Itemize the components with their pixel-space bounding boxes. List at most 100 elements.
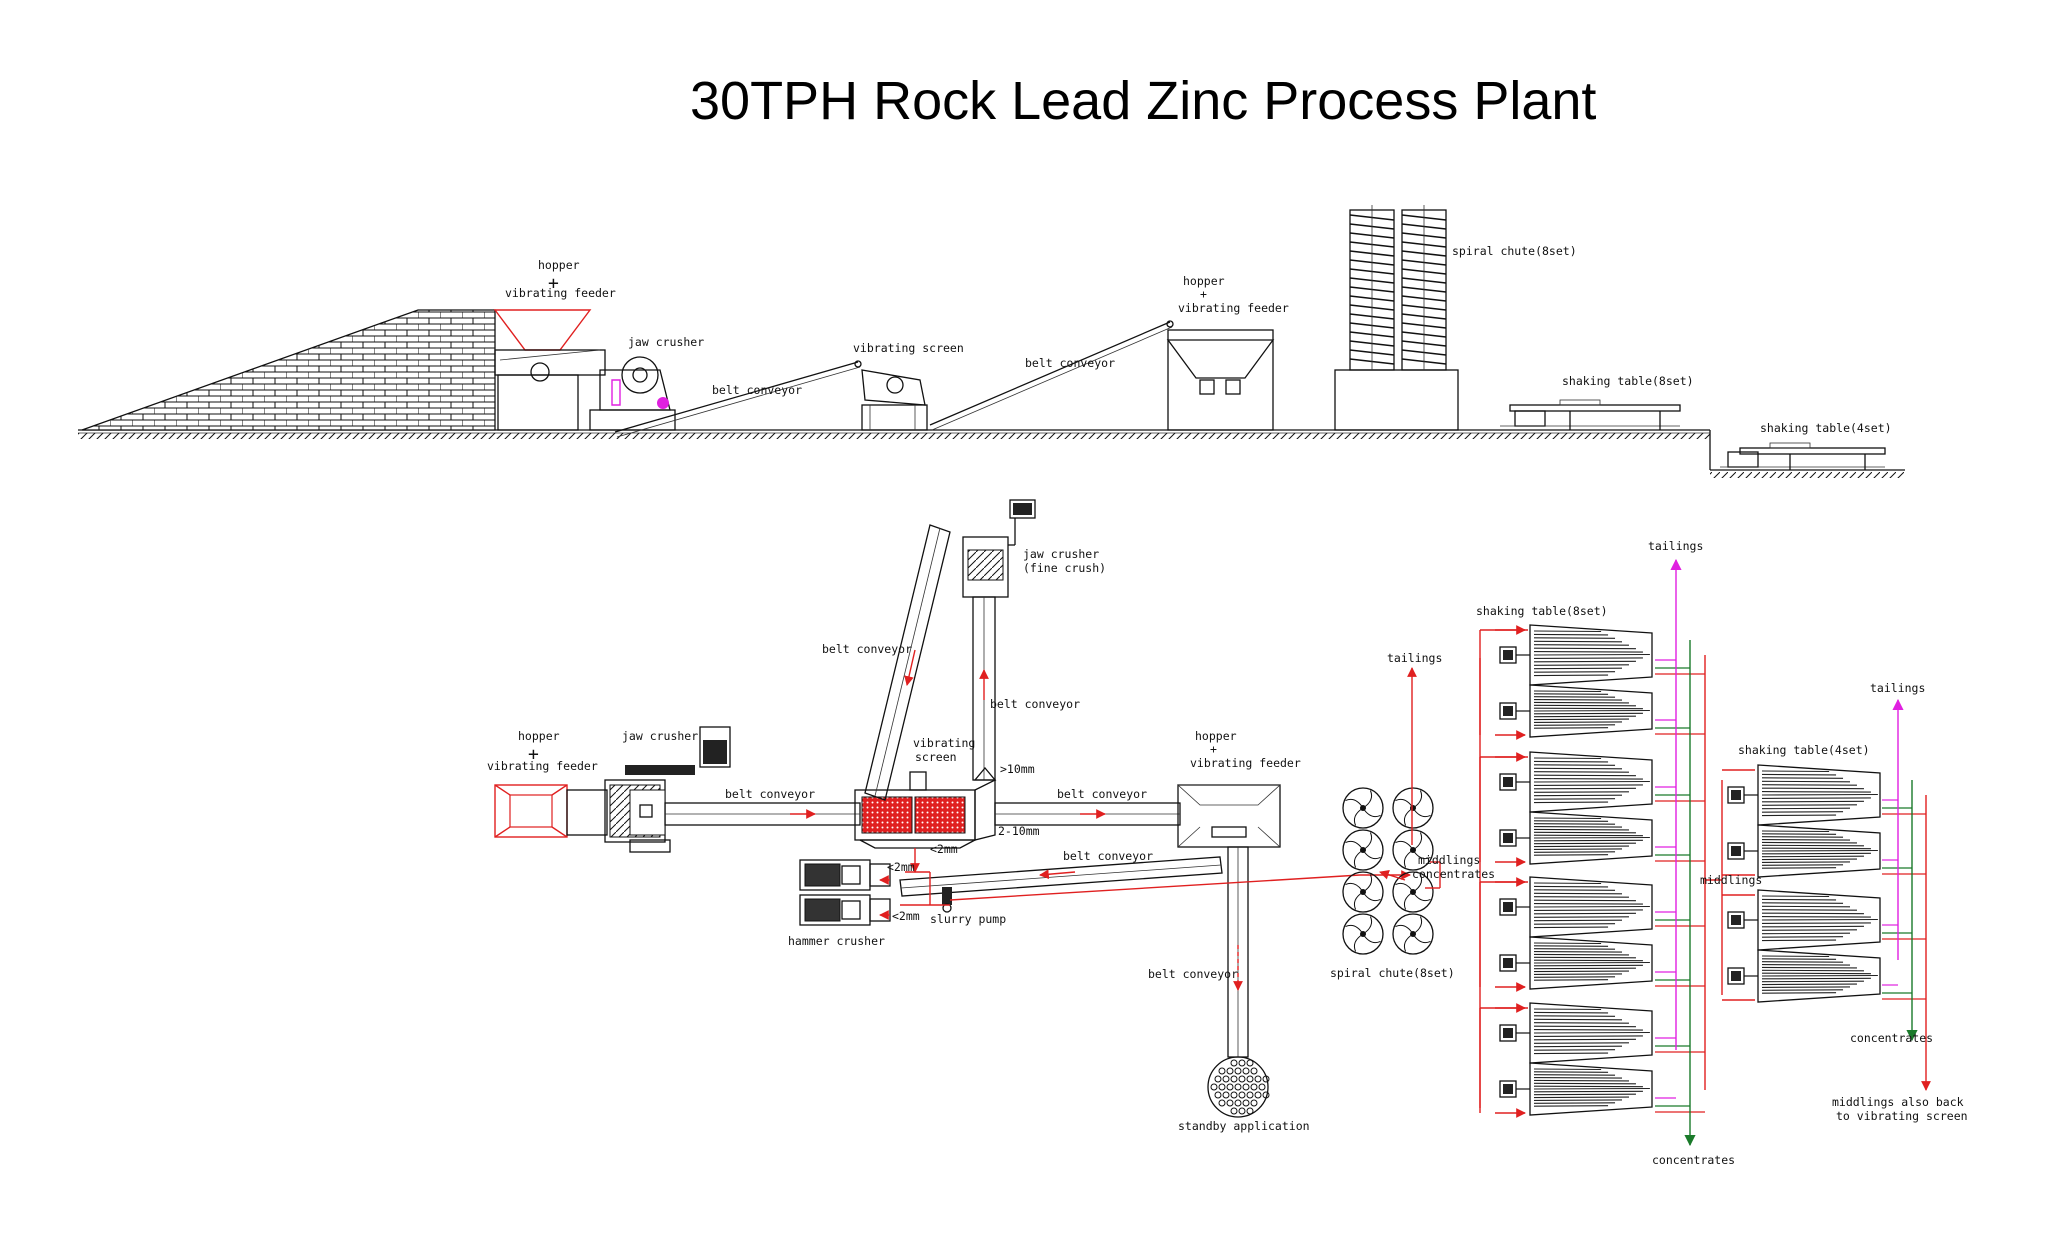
plan-label-middlings-back-2: to vibrating screen (1836, 1109, 1968, 1123)
elev-jaw-crusher (589, 356, 676, 431)
plan-label-lt2mm-b: <2mm (887, 860, 915, 874)
riffle (1761, 836, 1844, 838)
spiral-blade (1345, 840, 1364, 851)
plan-shaking-4-lines (1705, 698, 1931, 1091)
riffle (1533, 771, 1629, 773)
riffle (1761, 780, 1851, 783)
elevation-view: hopper + vibrating feeder jaw crusher be… (78, 205, 1905, 478)
plan-view: hopper + vibrating feeder jaw crusher be… (487, 499, 1968, 1167)
bin-hole (1242, 1099, 1250, 1107)
plan-label-belt-conveyor-b: belt conveyor (822, 642, 912, 656)
bin-hole (1246, 1075, 1254, 1083)
spiral-chute-unit (1342, 871, 1384, 913)
table-motor (1503, 777, 1513, 787)
riffle (1533, 774, 1636, 777)
plan-vibrating-screen (854, 771, 996, 849)
spiral-blade (1353, 849, 1364, 868)
bin-hole (1238, 1075, 1246, 1083)
riffle (1533, 848, 1623, 850)
riffle (1533, 674, 1609, 677)
bin-hole (1238, 1107, 1246, 1115)
riffle (1533, 784, 1643, 786)
elev-label-shaking-table-4: shaking table(4set) (1760, 421, 1892, 435)
riffle (1761, 814, 1837, 817)
bin-hole (1222, 1091, 1230, 1099)
riffle (1761, 969, 1864, 972)
riffle (1533, 903, 1643, 905)
riffle (1761, 807, 1851, 810)
riffle (1533, 671, 1616, 673)
bin-hole (1210, 1083, 1218, 1091)
riffle (1533, 651, 1643, 653)
bin-hole (1246, 1059, 1254, 1067)
spiral-chute-unit (1342, 787, 1384, 829)
plan-label-tailings-2: tailings (1648, 539, 1703, 553)
spiral-chute-unit (1392, 871, 1434, 913)
riffle (1533, 953, 1629, 956)
riffle (1533, 1018, 1623, 1021)
riffle (1533, 923, 1616, 925)
plan-jaw-crusher (604, 726, 731, 853)
spiral-blade (1362, 874, 1373, 893)
riffle (1533, 1093, 1636, 1096)
bin-hole (1230, 1059, 1238, 1067)
spiral-blade (1362, 790, 1373, 809)
riffle (1533, 1052, 1609, 1055)
riffle (1533, 701, 1629, 704)
spiral-blade (1345, 798, 1364, 809)
plan-label-belt-conveyor-e: belt conveyor (1063, 849, 1153, 863)
riffle (1761, 980, 1864, 983)
riffle (1761, 797, 1871, 799)
riffle (1533, 760, 1609, 763)
plan-label-vibrating-feeder-2: vibrating feeder (1190, 756, 1301, 770)
plan-label-plus-2: + (1210, 742, 1217, 756)
elev-label-vibrating-feeder-2: vibrating feeder (1178, 301, 1289, 315)
bin-hole (1246, 1107, 1254, 1115)
riffle (1533, 973, 1623, 975)
riffle (1761, 986, 1851, 988)
riffle (1761, 852, 1871, 855)
spiral-chute-unit (1342, 829, 1384, 871)
plan-hopper-feeder (494, 784, 608, 838)
riffle (1533, 1071, 1609, 1073)
bin-hole (1246, 1091, 1254, 1099)
riffle (1533, 945, 1609, 947)
riffle (1533, 798, 1616, 800)
riffle (1533, 964, 1643, 967)
elev-label-vibrating-feeder: vibrating feeder (505, 286, 616, 300)
spiral-blade (1345, 924, 1364, 935)
spiral-blade (1412, 807, 1431, 818)
riffle (1761, 770, 1830, 773)
spiral-chute-unit (1392, 787, 1434, 829)
spiral-blade (1403, 933, 1414, 952)
riffle (1761, 847, 1871, 850)
riffle (1761, 964, 1851, 966)
bin-hole (1230, 1091, 1238, 1099)
riffle (1533, 956, 1636, 959)
riffle (1533, 1085, 1643, 1088)
plan-label-belt-conveyor-f: belt conveyor (1148, 967, 1238, 981)
spiral-blade (1412, 891, 1431, 902)
riffle (1761, 925, 1864, 928)
ore-stockpile (81, 309, 496, 431)
riffle (1533, 889, 1616, 891)
bin-hole (1222, 1075, 1230, 1083)
riffle (1761, 800, 1864, 803)
plan-hopper-2 (1176, 784, 1282, 848)
table-motor (1731, 915, 1741, 925)
table-motor (1731, 790, 1741, 800)
riffle (1533, 801, 1609, 804)
riffle (1533, 778, 1643, 780)
plan-label-concentrates-3: concentrates (1850, 1031, 1933, 1045)
riffle (1761, 983, 1857, 986)
plan-label-concentrates-2: concentrates (1652, 1153, 1735, 1167)
riffle (1533, 892, 1623, 895)
bin-hole (1234, 1083, 1242, 1091)
riffle (1533, 633, 1609, 636)
riffle (1533, 1090, 1643, 1093)
riffle (1533, 1038, 1636, 1041)
plan-belt-conveyor-c (972, 596, 997, 781)
plan-shaking-tables-8 (1479, 624, 1705, 1118)
riffle (1761, 791, 1871, 793)
